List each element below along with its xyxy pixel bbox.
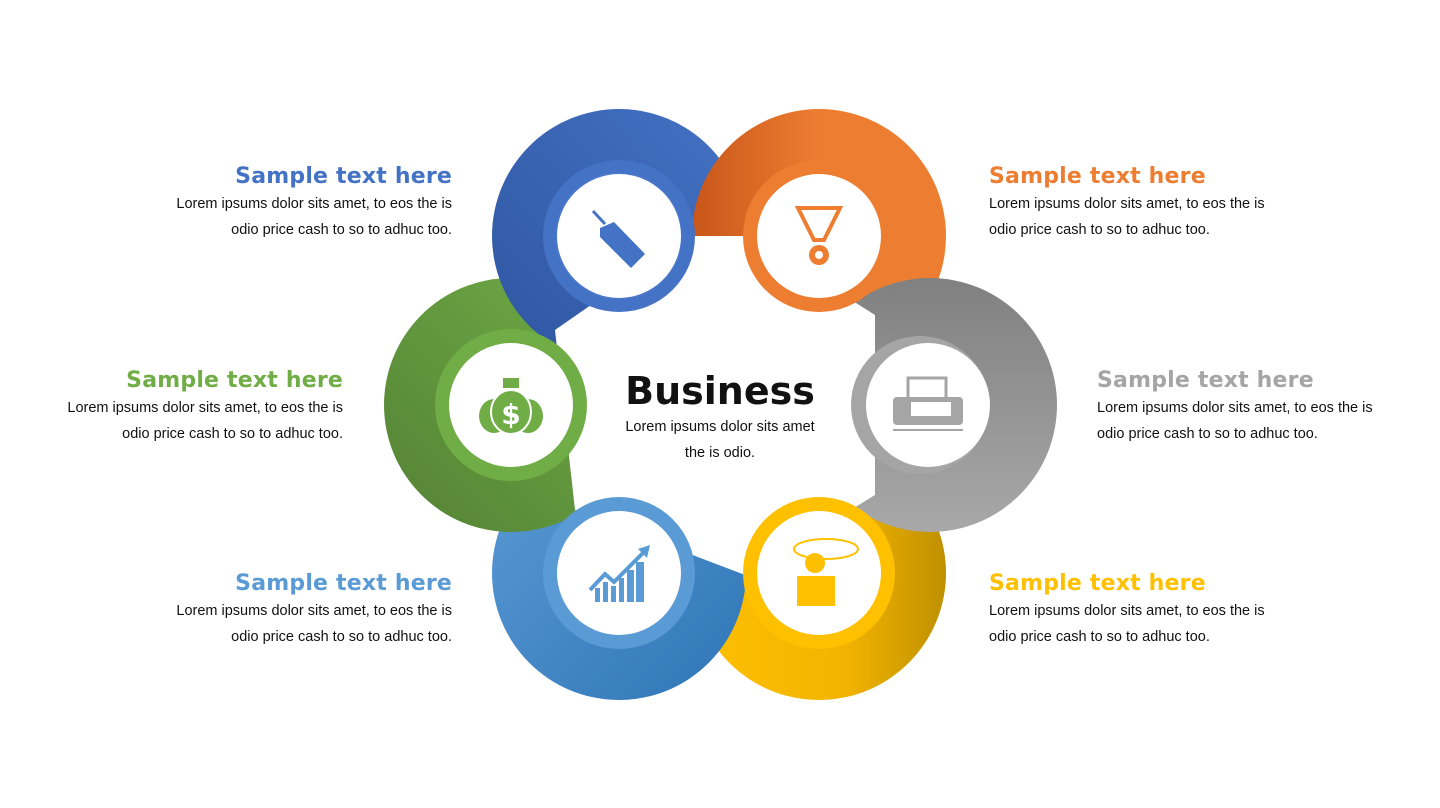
svg-text:$: $ bbox=[501, 398, 520, 431]
medal-icon bbox=[794, 206, 844, 265]
item-title: Sample text here bbox=[989, 164, 1206, 189]
node-orange[interactable] bbox=[743, 160, 895, 312]
item-line1: Lorem ipsums dolor sits amet, to eos the… bbox=[989, 196, 1265, 212]
center-area bbox=[555, 236, 875, 575]
text-block-yellow: Sample text here Lorem ipsums dolor sits… bbox=[989, 570, 1289, 650]
printer-icon bbox=[893, 376, 963, 431]
person-speech-icon bbox=[793, 538, 859, 606]
item-line1: Lorem ipsums dolor sits amet, to eos the… bbox=[176, 603, 452, 619]
item-title: Sample text here bbox=[1097, 368, 1314, 393]
text-block-gray: Sample text here Lorem ipsums dolor sits… bbox=[1097, 367, 1397, 447]
text-block-orange: Sample text here Lorem ipsums dolor sits… bbox=[989, 163, 1289, 243]
item-title: Sample text here bbox=[126, 368, 343, 393]
item-line2: odio price cash to so to adhuc too. bbox=[1097, 426, 1318, 442]
text-block-lightblue: Sample text here Lorem ipsums dolor sits… bbox=[152, 570, 452, 650]
price-tag-icon bbox=[591, 209, 645, 268]
item-line1: Lorem ipsums dolor sits amet, to eos the… bbox=[1097, 400, 1373, 416]
center-line2: the is odio. bbox=[684, 445, 756, 461]
text-block-green: Sample text here Lorem ipsums dolor sits… bbox=[43, 367, 343, 447]
text-block-blue: Sample text here Lorem ipsums dolor sits… bbox=[152, 163, 452, 243]
item-line1: Lorem ipsums dolor sits amet, to eos the… bbox=[176, 196, 452, 212]
item-line1: Lorem ipsums dolor sits amet, to eos the… bbox=[67, 400, 343, 416]
item-title: Sample text here bbox=[235, 571, 452, 596]
item-line2: odio price cash to so to adhuc too. bbox=[231, 222, 452, 238]
item-line2: odio price cash to so to adhuc too. bbox=[989, 222, 1210, 238]
center-line1: Lorem ipsums dolor sits amet bbox=[625, 419, 815, 435]
node-yellow[interactable] bbox=[743, 497, 895, 649]
item-title: Sample text here bbox=[989, 571, 1206, 596]
center-label: Business Lorem ipsums dolor sits amet th… bbox=[570, 368, 870, 466]
item-line2: odio price cash to so to adhuc too. bbox=[122, 426, 343, 442]
growth-chart-icon bbox=[588, 545, 650, 602]
item-line2: odio price cash to so to adhuc too. bbox=[989, 629, 1210, 645]
money-bags-icon: $ bbox=[479, 378, 543, 435]
node-lightblue[interactable] bbox=[543, 497, 695, 649]
item-line2: odio price cash to so to adhuc too. bbox=[231, 629, 452, 645]
item-line1: Lorem ipsums dolor sits amet, to eos the… bbox=[989, 603, 1265, 619]
center-title: Business bbox=[625, 369, 815, 413]
item-title: Sample text here bbox=[235, 164, 452, 189]
